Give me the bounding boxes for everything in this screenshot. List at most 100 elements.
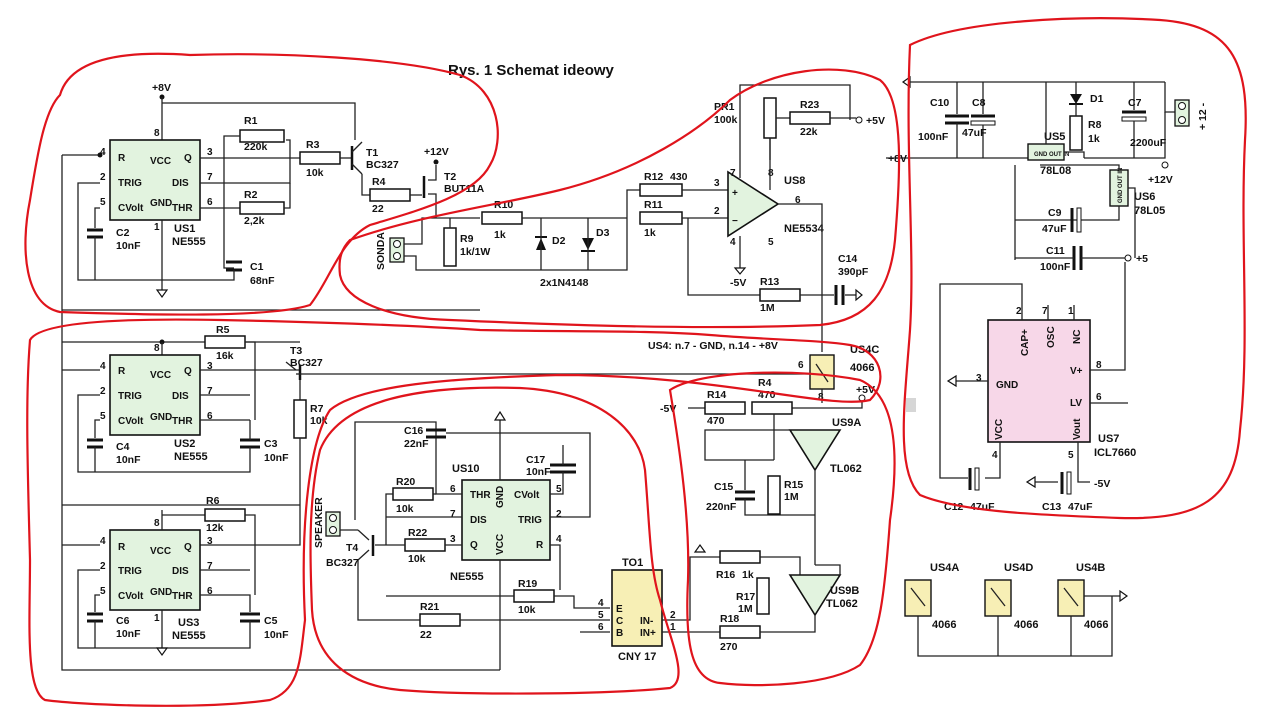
diodes-label: 2x1N4148: [540, 277, 589, 289]
loop-power-region: [902, 17, 1247, 520]
svg-text:6: 6: [207, 586, 213, 597]
svg-text:1M: 1M: [738, 603, 753, 615]
svg-text:5: 5: [556, 484, 562, 495]
svg-text:NC: NC: [1072, 330, 1083, 344]
svg-text:C14: C14: [838, 253, 857, 265]
svg-text:Vout: Vout: [1072, 418, 1083, 440]
svg-text:16k: 16k: [216, 350, 234, 362]
svg-text:GND: GND: [150, 198, 172, 209]
us2-label: US2: [174, 438, 195, 450]
svg-text:R6: R6: [206, 495, 220, 507]
svg-text:470: 470: [707, 415, 725, 427]
us1-type: NE555: [172, 236, 206, 248]
svg-text:R7: R7: [310, 403, 324, 415]
us4c-type: 4066: [850, 362, 874, 374]
svg-text:4: 4: [730, 237, 736, 248]
svg-text:8: 8: [154, 518, 160, 529]
svg-text:4: 4: [598, 598, 604, 609]
sonda-label: SONDA: [375, 232, 387, 270]
svg-text:1k/1W: 1k/1W: [460, 246, 490, 258]
svg-text:4: 4: [100, 147, 106, 158]
svg-text:GND: GND: [495, 486, 506, 508]
svg-text:TRIG: TRIG: [118, 178, 142, 189]
svg-text:4: 4: [100, 536, 106, 547]
svg-text:3: 3: [976, 373, 982, 384]
svg-text:1M: 1M: [760, 302, 775, 314]
svg-text:C6: C6: [116, 615, 130, 627]
svg-text:CVolt: CVolt: [118, 203, 144, 214]
svg-text:5: 5: [1068, 450, 1074, 461]
svg-text:Q: Q: [184, 366, 192, 377]
svg-text:47uF: 47uF: [1068, 501, 1093, 513]
r20-resistor: [392, 487, 434, 501]
svg-text:10nF: 10nF: [116, 240, 141, 252]
us8-opamp: [727, 170, 780, 238]
svg-text:6: 6: [795, 195, 801, 206]
to1-type: CNY 17: [618, 651, 656, 663]
svg-text:R4: R4: [758, 377, 772, 389]
svg-text:4: 4: [556, 534, 562, 545]
svg-text:8: 8: [1096, 360, 1102, 371]
svg-text:22: 22: [420, 629, 432, 641]
us2-type: NE555: [174, 451, 208, 463]
svg-text:1k: 1k: [494, 229, 506, 241]
svg-text:10k: 10k: [518, 604, 536, 616]
t4-label: T4: [346, 542, 358, 554]
svg-text:7: 7: [207, 172, 213, 183]
t2-label: T2: [444, 171, 456, 183]
svg-text:2200uF: 2200uF: [1130, 137, 1167, 149]
us9b-label: US9B: [830, 585, 859, 597]
svg-text:220k: 220k: [244, 141, 268, 153]
svg-text:10nF: 10nF: [264, 452, 289, 464]
svg-text:3: 3: [207, 536, 213, 547]
r22-resistor: [404, 538, 446, 552]
svg-text:VCC: VCC: [495, 534, 506, 555]
svg-text:C15: C15: [714, 481, 733, 493]
svg-text:10nF: 10nF: [116, 454, 141, 466]
svg-text:+: +: [732, 188, 738, 199]
svg-text:OSC: OSC: [1046, 326, 1057, 348]
svg-text:THR: THR: [470, 490, 491, 501]
to1-label: TO1: [622, 557, 643, 569]
to1-optocoupler: [611, 569, 663, 647]
svg-text:220nF: 220nF: [706, 501, 737, 513]
svg-text:DIS: DIS: [470, 515, 487, 526]
svg-text:430: 430: [670, 171, 688, 183]
svg-text:1: 1: [1068, 306, 1074, 317]
r15-resistor: [767, 475, 781, 515]
svg-text:6: 6: [1096, 392, 1102, 403]
svg-text:Q: Q: [470, 540, 478, 551]
r7-resistor: [293, 399, 307, 439]
svg-text:2: 2: [1016, 306, 1022, 317]
svg-text:R1: R1: [244, 115, 258, 127]
svg-text:22: 22: [372, 203, 384, 215]
r13-resistor: [759, 288, 801, 302]
svg-text:3: 3: [714, 178, 720, 189]
svg-text:5: 5: [100, 197, 106, 208]
r10-resistor: [481, 211, 523, 225]
svg-text:22k: 22k: [800, 126, 818, 138]
svg-text:390pF: 390pF: [838, 266, 869, 278]
us8-label: US8: [784, 175, 805, 187]
r23-resistor: [789, 111, 831, 125]
r14-resistor: [704, 401, 746, 415]
svg-text:−: −: [732, 216, 738, 227]
loop-us8-region: [338, 68, 901, 329]
svg-text:R22: R22: [408, 527, 427, 539]
svg-text:68nF: 68nF: [250, 275, 275, 287]
svg-text:R4: R4: [372, 176, 386, 188]
svg-text:C13: C13: [1042, 501, 1061, 513]
svg-text:DIS: DIS: [172, 566, 189, 577]
svg-text:10nF: 10nF: [264, 629, 289, 641]
r5-resistor: [204, 335, 246, 349]
svg-text:C8: C8: [972, 97, 986, 109]
us9a-type: TL062: [830, 463, 862, 475]
v8-reg-label: +8V: [888, 153, 907, 165]
svg-text:Q: Q: [184, 542, 192, 553]
svg-text:2: 2: [556, 509, 562, 520]
svg-text:100k: 100k: [714, 114, 738, 126]
svg-text:C11: C11: [1046, 245, 1065, 257]
us6-type: 78L05: [1134, 205, 1165, 217]
svg-text:2: 2: [670, 610, 676, 621]
